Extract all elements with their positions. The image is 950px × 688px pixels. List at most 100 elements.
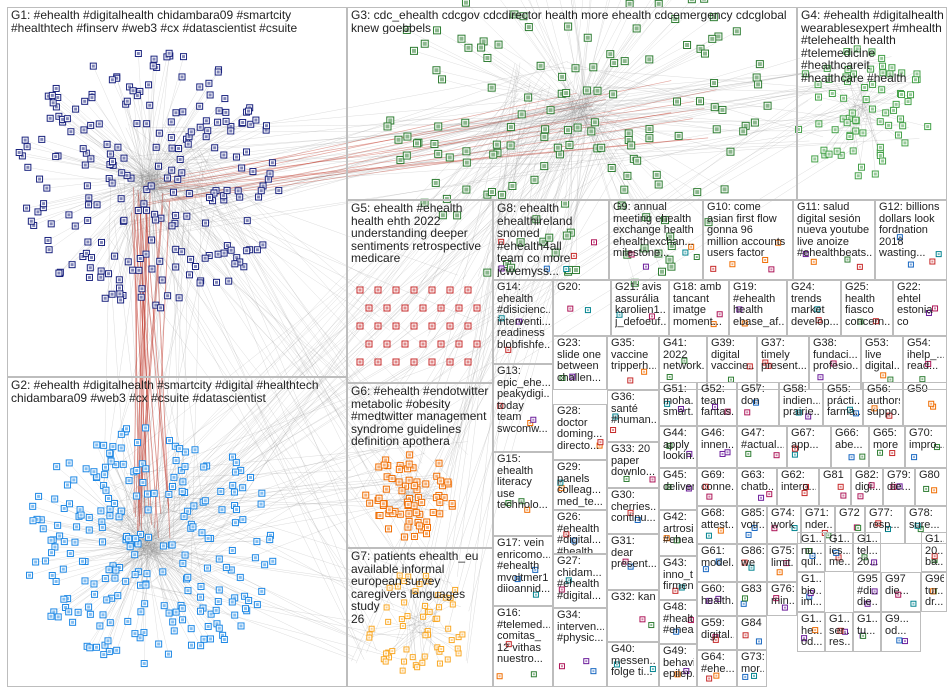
group-cell-g15: G15: ehealth literacy use technolo... <box>493 452 553 536</box>
group-cell-g30: G30: cherries... continu... <box>607 488 659 534</box>
group-label: G25: health fiasco concern... <box>845 282 890 328</box>
group-cell-g44: G44: apply lookin... <box>659 426 697 468</box>
group-label: G81 <box>823 470 848 482</box>
group-label: G96: tur... dr... <box>925 574 944 609</box>
group-cell-g19: G19: #ehealth health ebase_af... <box>729 280 787 336</box>
group-label: G47: #actual... <box>741 428 784 451</box>
group-cell-g11: G11: salud digital sesión nueva youtube … <box>793 200 875 280</box>
group-cell-g9x: G9... od... <box>881 612 921 652</box>
group-label: G54: ihelp_... read... <box>907 338 944 373</box>
group-label: G64: #ehe... <box>701 652 734 675</box>
group-label: G61: model... <box>701 546 734 569</box>
group-label: G70: impro... <box>909 428 944 451</box>
group-cell-g67: G67: app... <box>787 426 831 468</box>
group-label: G40: messen... folge ti... <box>611 644 656 679</box>
group-label: G11: salud digital sesión nueva youtube … <box>797 202 872 260</box>
group-label: G19: #ehealth health ebase_af... <box>733 282 784 328</box>
group-cell-g54: G54: ihelp_... read... <box>903 336 947 390</box>
group-cell-g52: G52: team fantas... <box>697 382 737 426</box>
group-label: G8: ehealth ehealthireland snomed #eheal… <box>497 202 606 277</box>
group-label: G38: fundaci... profesio... <box>813 338 858 373</box>
group-cell-g1c: G1... tel... 20... <box>853 532 881 572</box>
group-label: G28: doctor doming... directo... <box>557 406 604 452</box>
group-cell-g36: G36: santé #human... <box>607 390 659 442</box>
group-label: G14: ehealth #disicienc... interventi...… <box>497 282 550 351</box>
group-label: G95: #di... die... <box>857 574 878 609</box>
group-cell-g97: G97 die... <box>881 572 921 612</box>
group-label: G24: trends market develop... <box>791 282 838 328</box>
group-cell-g96: G96: tur... dr... <box>921 572 947 612</box>
group-label: G1: #ehealth #digitalhealth chidambara09… <box>11 9 344 34</box>
group-label: G97 die... <box>885 574 918 597</box>
group-cell-g47: G47: #actual... <box>737 426 787 468</box>
group-label: G74: work <box>771 508 798 531</box>
group-cell-g59: G59: digital... <box>697 616 737 650</box>
group-cell-g1b: G1... ics... me... <box>825 532 853 572</box>
group-label: G73: mor... <box>741 652 764 675</box>
group-label: G1... bio... im... <box>801 574 822 609</box>
group-label: G53: live digital... <box>865 338 900 373</box>
group-cell-g61: G61: model... <box>697 544 737 582</box>
group-label: G37: timely present... <box>761 338 806 373</box>
group-label: G55: prácti... farma... <box>827 384 860 419</box>
group-label: G63: chatb... <box>741 470 774 493</box>
group-cell-g34: G34: interven... #physic... <box>553 608 607 687</box>
group-label: G1... ics... me... <box>829 534 850 569</box>
group-cell-g70: G70: impro... <box>905 426 947 468</box>
group-label: G80 <box>919 470 944 482</box>
group-cell-g20: G20: <box>553 280 611 336</box>
group-cell-g1f: G1... he... od... <box>797 612 825 652</box>
group-cell-g69: G69: conne... <box>697 468 737 506</box>
group-label: G1... 20... ba... <box>925 534 944 569</box>
group-cell-g40: G40: messen... folge ti... <box>607 642 659 687</box>
group-cell-g83: G83 <box>737 582 767 616</box>
group-label: G23: slide one between challen... <box>557 338 604 384</box>
group-cell-g18: G18: amb tancant imatge moment... <box>669 280 729 336</box>
group-label: G83 <box>741 584 764 596</box>
group-label: G84 <box>741 618 764 630</box>
group-label: G69: conne... <box>701 470 734 493</box>
group-label: G86: we <box>741 546 764 569</box>
group-cell-g2: G2: #ehealth #digitalhealth #smartcity #… <box>7 377 347 687</box>
group-cell-g42: G42: artrosis #ehea... <box>659 510 697 556</box>
group-cell-g56: G56: authors suppo... <box>863 382 903 426</box>
group-label: G46: innen... <box>701 428 734 451</box>
g3-node-fill <box>702 0 706 1</box>
group-cell-g31: G31: dear present... <box>607 534 659 590</box>
group-label: G41: 2022 network... <box>663 338 704 373</box>
group-cell-g84: G84 <box>737 616 767 650</box>
group-cell-g17: G17: vein enricomo... #ehealth mvoltmer1… <box>493 536 553 606</box>
group-cell-g3: G3: cdc_ehealth cdcgov cdcdirector healt… <box>347 7 797 200</box>
group-label: G1... tu... <box>857 614 878 637</box>
group-cell-g57: G57: don <box>737 382 779 426</box>
group-label: G45: deliver... <box>663 470 694 493</box>
group-label: G6: #ehealth #endotwitter metabolic #obe… <box>351 385 490 448</box>
group-cell-g5: G5: ehealth #ehealth health ehth 2022 un… <box>347 200 493 383</box>
group-cell-g85: G85: votr... <box>737 506 767 544</box>
group-label: G1... ser... res... <box>829 614 850 649</box>
group-cell-g48: G48: #healt... #ehea... <box>659 600 697 644</box>
group-label: G10: come asian first flow gonna 96 mill… <box>707 202 790 260</box>
group-label: G4: #ehealth #digitalhealth wearablesexp… <box>801 9 944 84</box>
group-cell-g24: G24: trends market develop... <box>787 280 841 336</box>
group-label: G58: indien... prairie... <box>783 384 820 419</box>
group-label: G1... nu... qui... <box>801 534 822 569</box>
group-cell-g23: G23: slide one between challen... <box>553 336 607 390</box>
group-cell-g95: G95: #di... die... <box>853 572 881 612</box>
group-label: G68: attest... <box>701 508 734 531</box>
group-label: G26: #ehealth #digital... #health... <box>557 512 604 554</box>
group-label: G30: cherries... continu... <box>611 490 656 525</box>
group-cell-g45: G45: deliver... <box>659 468 697 510</box>
group-label: G33: 20 paper downlo... <box>611 444 656 479</box>
group-cell-g65: G65: more <box>869 426 905 468</box>
group-label: G20: <box>557 282 608 294</box>
group-label: G32: kan <box>611 592 656 604</box>
group-label: G59: digital... <box>701 618 734 641</box>
group-label: G56: authors suppo... <box>867 384 900 419</box>
group-cell-g75: G75: limit... <box>767 544 797 582</box>
group-cell-g63: G63: chatb... <box>737 468 777 506</box>
group-cell-g62: G62: interо... <box>777 468 819 506</box>
group-cell-g26: G26: #ehealth #digital... #health... <box>553 510 607 554</box>
group-label: G15: ehealth literacy use technolo... <box>497 454 550 512</box>
group-label: G1... he... od... <box>801 614 822 649</box>
